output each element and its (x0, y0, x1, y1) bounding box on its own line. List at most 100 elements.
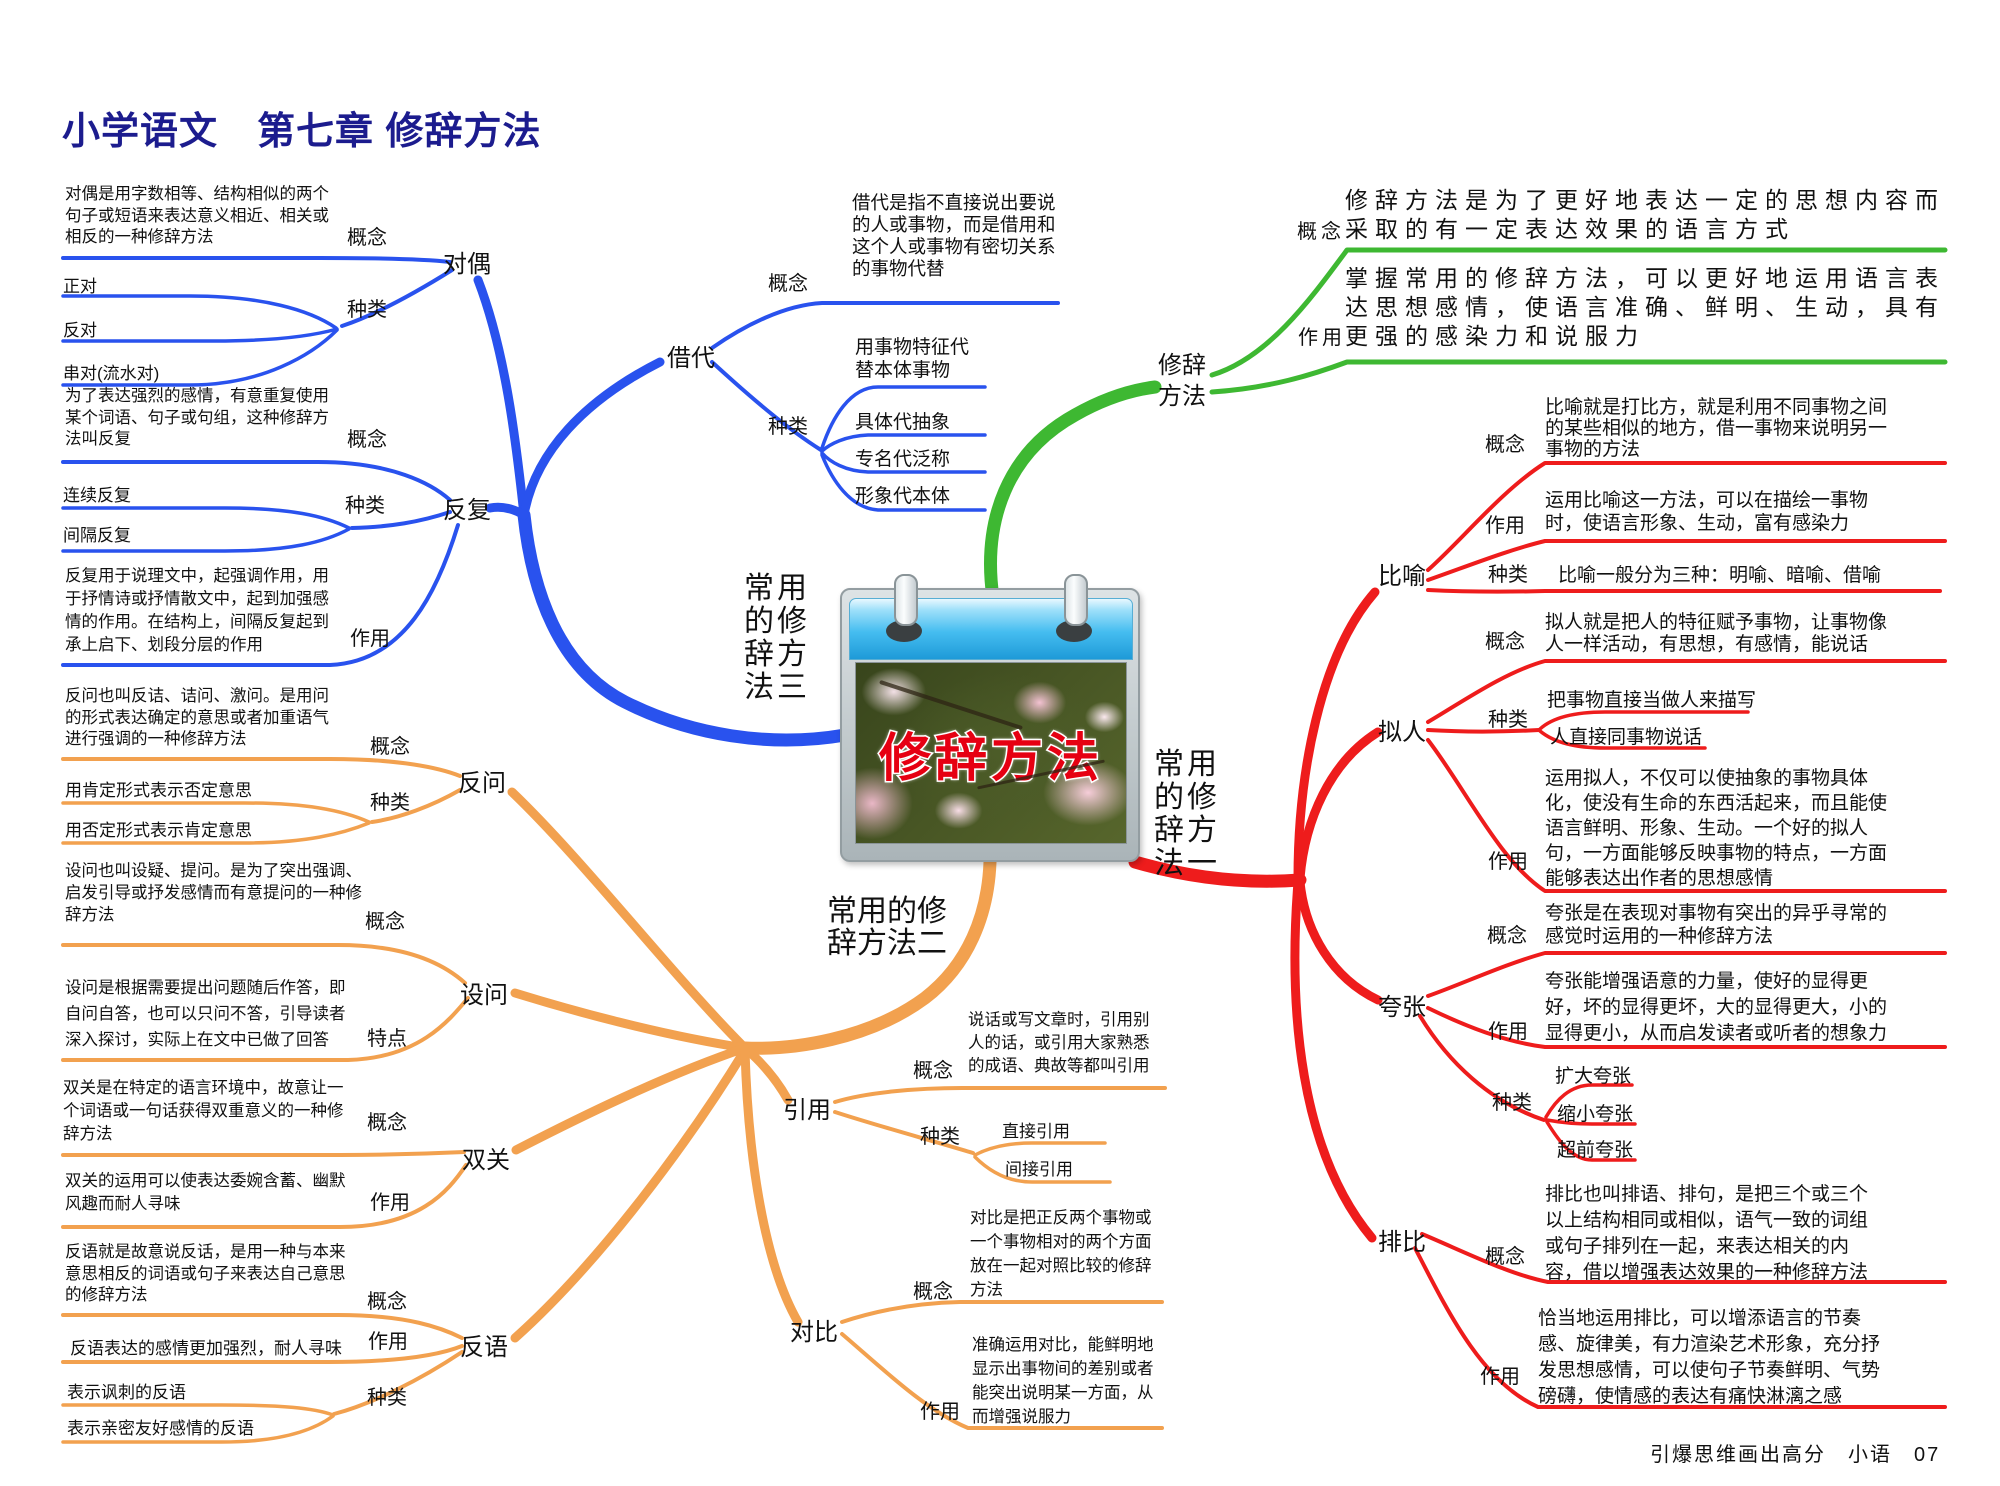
biyu-concept-label: 概念 (1485, 434, 1525, 456)
yinyong-types-label: 种类 (920, 1126, 960, 1148)
niren-concept-text: 拟人就是把人的特征赋予事物，让事物像人一样活动，有思想，有感情，能说话 (1545, 612, 1888, 655)
branch-caption-two: 常用的修 辞方法二 (827, 895, 947, 960)
shuangguan-concept-text: 双关是在特定的语言环境中，故意让一个词语或一句话获得双重意义的一种修辞方法 (63, 1079, 344, 1143)
fanfu-node-label: 反复 (443, 497, 491, 524)
duibi-node-label: 对比 (790, 1319, 838, 1346)
yinyong-concept-label: 概念 (913, 1060, 953, 1082)
calendar-ring-icon (894, 574, 918, 626)
fanfu-function-label: 作用 (350, 628, 390, 650)
kuazhang-node-label: 夸张 (1378, 994, 1426, 1021)
kuazhang-type-item: 缩小夸张 (1557, 1104, 1634, 1125)
calendar-frame: 修辞方法 (840, 574, 1140, 862)
kuazhang-type-item: 扩大夸张 (1555, 1066, 1632, 1087)
calendar-ring-icon (1064, 574, 1088, 626)
kuazhang-function-label: 作用 (1488, 1021, 1528, 1043)
yinyong-node-label: 引用 (783, 1097, 831, 1124)
fanfu-concept-label: 概念 (347, 429, 387, 451)
duiou-type-item: 串对(流水对) (63, 364, 160, 383)
paibi-function-label: 作用 (1480, 1366, 1520, 1388)
fanwen-concept-text: 反问也叫反诘、诘问、激问。是用问的形式表达确定的意思或者加重语气进行强调的一种修… (65, 687, 329, 748)
duiou-type-item: 反对 (63, 321, 97, 340)
niren-concept-label: 概念 (1485, 631, 1525, 653)
duiou-concept-text: 对偶是用字数相等、结构相似的两个句子或短语来表达意义相近、相关或相反的一种修辞方… (65, 185, 329, 246)
duibi-concept-label: 概念 (913, 1281, 953, 1303)
kuazhang-types-label: 种类 (1492, 1092, 1532, 1114)
fanfu-function-text: 反复用于说理文中，起强调作用，用于抒情诗或抒情散文中，起到加强感情的作用。在结构… (65, 567, 329, 654)
duiou-types-label: 种类 (347, 299, 387, 321)
duibi-function-text: 准确运用对比，能鲜明地显示出事物间的差别或者能突出说明某一方面，从而增强说服力 (972, 1336, 1154, 1426)
branch-caption-three: 常用 的修 辞方 法三 (744, 572, 810, 704)
root-concept-label: 概念 (1297, 221, 1345, 243)
fanfu-concept-text: 为了表达强烈的感情，有意重复使用某个词语、句子或句组，这种修辞方法叫反复 (65, 387, 329, 448)
kuazhang-concept-text: 夸张是在表现对事物有突出的异乎寻常的感觉时运用的一种修辞方法 (1545, 903, 1888, 947)
duiou-type-item: 正对 (63, 277, 97, 296)
niren-types-label: 种类 (1488, 709, 1528, 731)
paibi-concept-label: 概念 (1485, 1246, 1525, 1268)
fanyu-concept-text: 反语就是故意说反话，是用一种与本来意思相反的词语或句子来表达自己意思的修辞方法 (65, 1243, 346, 1304)
biyu-function-text: 运用比喻这一方法，可以在描绘一事物时，使语言形象、生动，富有感染力 (1545, 490, 1869, 534)
shuangguan-concept-label: 概念 (367, 1112, 407, 1134)
jiedai-type-item: 具体代抽象 (855, 412, 951, 433)
jiedai-type-item: 专名代泛称 (855, 449, 951, 470)
fanyu-node-label: 反语 (460, 1334, 508, 1361)
fanfu-types-label: 种类 (345, 495, 385, 517)
calendar-ring-hole-icon (1056, 620, 1092, 642)
fanyu-concept-label: 概念 (367, 1291, 407, 1313)
kuazhang-function-text: 夸张能增强语意的力量，使好的显得更好，坏的显得更坏，大的显得更大，小的显得更小，… (1545, 971, 1888, 1044)
root-node-label: 修辞 方法 (1158, 352, 1206, 410)
duiou-node-label: 对偶 (443, 251, 491, 278)
shewen-concept-text: 设问也叫设疑、提问。是为了突出强调、启发引导或抒发感情而有意提问的一种修辞方法 (65, 862, 362, 924)
shuangguan-function-text: 双关的运用可以使表达委婉含蓄、幽默风趣而耐人寻味 (65, 1172, 346, 1213)
biyu-types-note: 比喻一般分为三种：明喻、暗喻、借喻 (1558, 565, 1882, 586)
duibi-function-label: 作用 (920, 1401, 960, 1423)
shewen-feature-text: 设问是根据需要提出问题随后作答，即自问自答，也可以只问不答，引导读者深入探讨，实… (65, 979, 346, 1049)
kuazhang-type-item: 超前夸张 (1557, 1140, 1634, 1161)
blossom-photo: 修辞方法 (855, 662, 1127, 844)
root-function-label: 作用 (1298, 327, 1346, 349)
footer-credit: 引爆思维画出高分 小语 07 (1650, 1444, 1941, 1466)
shuangguan-function-label: 作用 (370, 1192, 410, 1214)
fanwen-type-item: 用肯定形式表示否定意思 (65, 781, 252, 800)
niren-node-label: 拟人 (1378, 719, 1426, 746)
niren-type-item: 人直接同事物说话 (1550, 727, 1703, 748)
yinyong-type-item: 间接引用 (1005, 1160, 1073, 1179)
duibi-concept-text: 对比是把正反两个事物或一个事物相对的两个方面放在一起对照比较的修辞方法 (970, 1209, 1152, 1299)
fanwen-type-item: 用否定形式表示肯定意思 (65, 821, 252, 840)
shewen-concept-label: 概念 (365, 911, 405, 933)
fanfu-type-item: 间隔反复 (63, 526, 131, 545)
niren-function-text: 运用拟人，不仅可以使抽象的事物具体化，使没有生命的东西活起来，而且能使语言鲜明、… (1545, 768, 1888, 889)
shewen-node-label: 设问 (460, 982, 508, 1009)
center-calendar-image: 修辞方法 (840, 574, 1140, 862)
duiou-concept-label: 概念 (347, 227, 387, 249)
root-function-text: 掌握常用的修辞方法，可以更好地运用语言表达思想感情，使语言准确、鲜明、生动，具有… (1345, 265, 1945, 349)
calendar-ring-hole-icon (886, 620, 922, 642)
fanyu-types-label: 种类 (367, 1387, 407, 1409)
fanyu-function-label: 作用 (368, 1331, 408, 1353)
jiedai-type-item: 用事物特征代替本体事物 (855, 337, 970, 381)
shuangguan-node-label: 双关 (462, 1147, 510, 1174)
biyu-types-label: 种类 (1488, 564, 1528, 586)
branch-caption-one: 常用 的修 辞方 法一 (1154, 748, 1220, 880)
jiedai-concept-label: 概念 (768, 273, 808, 295)
fanwen-types-label: 种类 (370, 792, 410, 814)
fanwen-concept-label: 概念 (370, 736, 410, 758)
niren-type-item: 把事物直接当做人来描写 (1547, 690, 1757, 711)
page-title: 小学语文 第七章 修辞方法 (62, 111, 542, 153)
yinyong-concept-text: 说话或写文章时，引用别人的话，或引用大家熟悉的成语、典故等都叫引用 (968, 1011, 1150, 1075)
jiedai-concept-text: 借代是指不直接说出要说的人或事物，而是借用和这个人或事物有密切关系的事物代替 (852, 192, 1056, 279)
biyu-node-label: 比喻 (1378, 563, 1426, 590)
kuazhang-concept-label: 概念 (1487, 925, 1527, 947)
jiedai-types-label: 种类 (768, 416, 808, 438)
paibi-function-text: 恰当地运用排比，可以增添语言的节奏感、旋律美，有力渲染艺术形象，充分抒发思想感情… (1538, 1308, 1881, 1407)
biyu-concept-text: 比喻就是打比方，就是利用不同事物之间的某些相似的地方，借一事物来说明另一事物的方… (1545, 397, 1888, 460)
fanyu-type-item: 表示讽刺的反语 (67, 1383, 186, 1402)
center-topic-title: 修辞方法 (877, 728, 1103, 789)
biyu-function-label: 作用 (1485, 515, 1525, 537)
shewen-feature-label: 特点 (367, 1028, 407, 1050)
root-concept-text: 修辞方法是为了更好地表达一定的思想内容而采取的有一定表达效果的语言方式 (1345, 187, 1945, 242)
jiedai-node-label: 借代 (667, 345, 715, 372)
fanyu-function-text: 反语表达的感情更加强烈，耐人寻味 (70, 1339, 342, 1358)
fanyu-type-item: 表示亲密友好感情的反语 (67, 1419, 254, 1438)
paibi-node-label: 排比 (1378, 1229, 1426, 1256)
